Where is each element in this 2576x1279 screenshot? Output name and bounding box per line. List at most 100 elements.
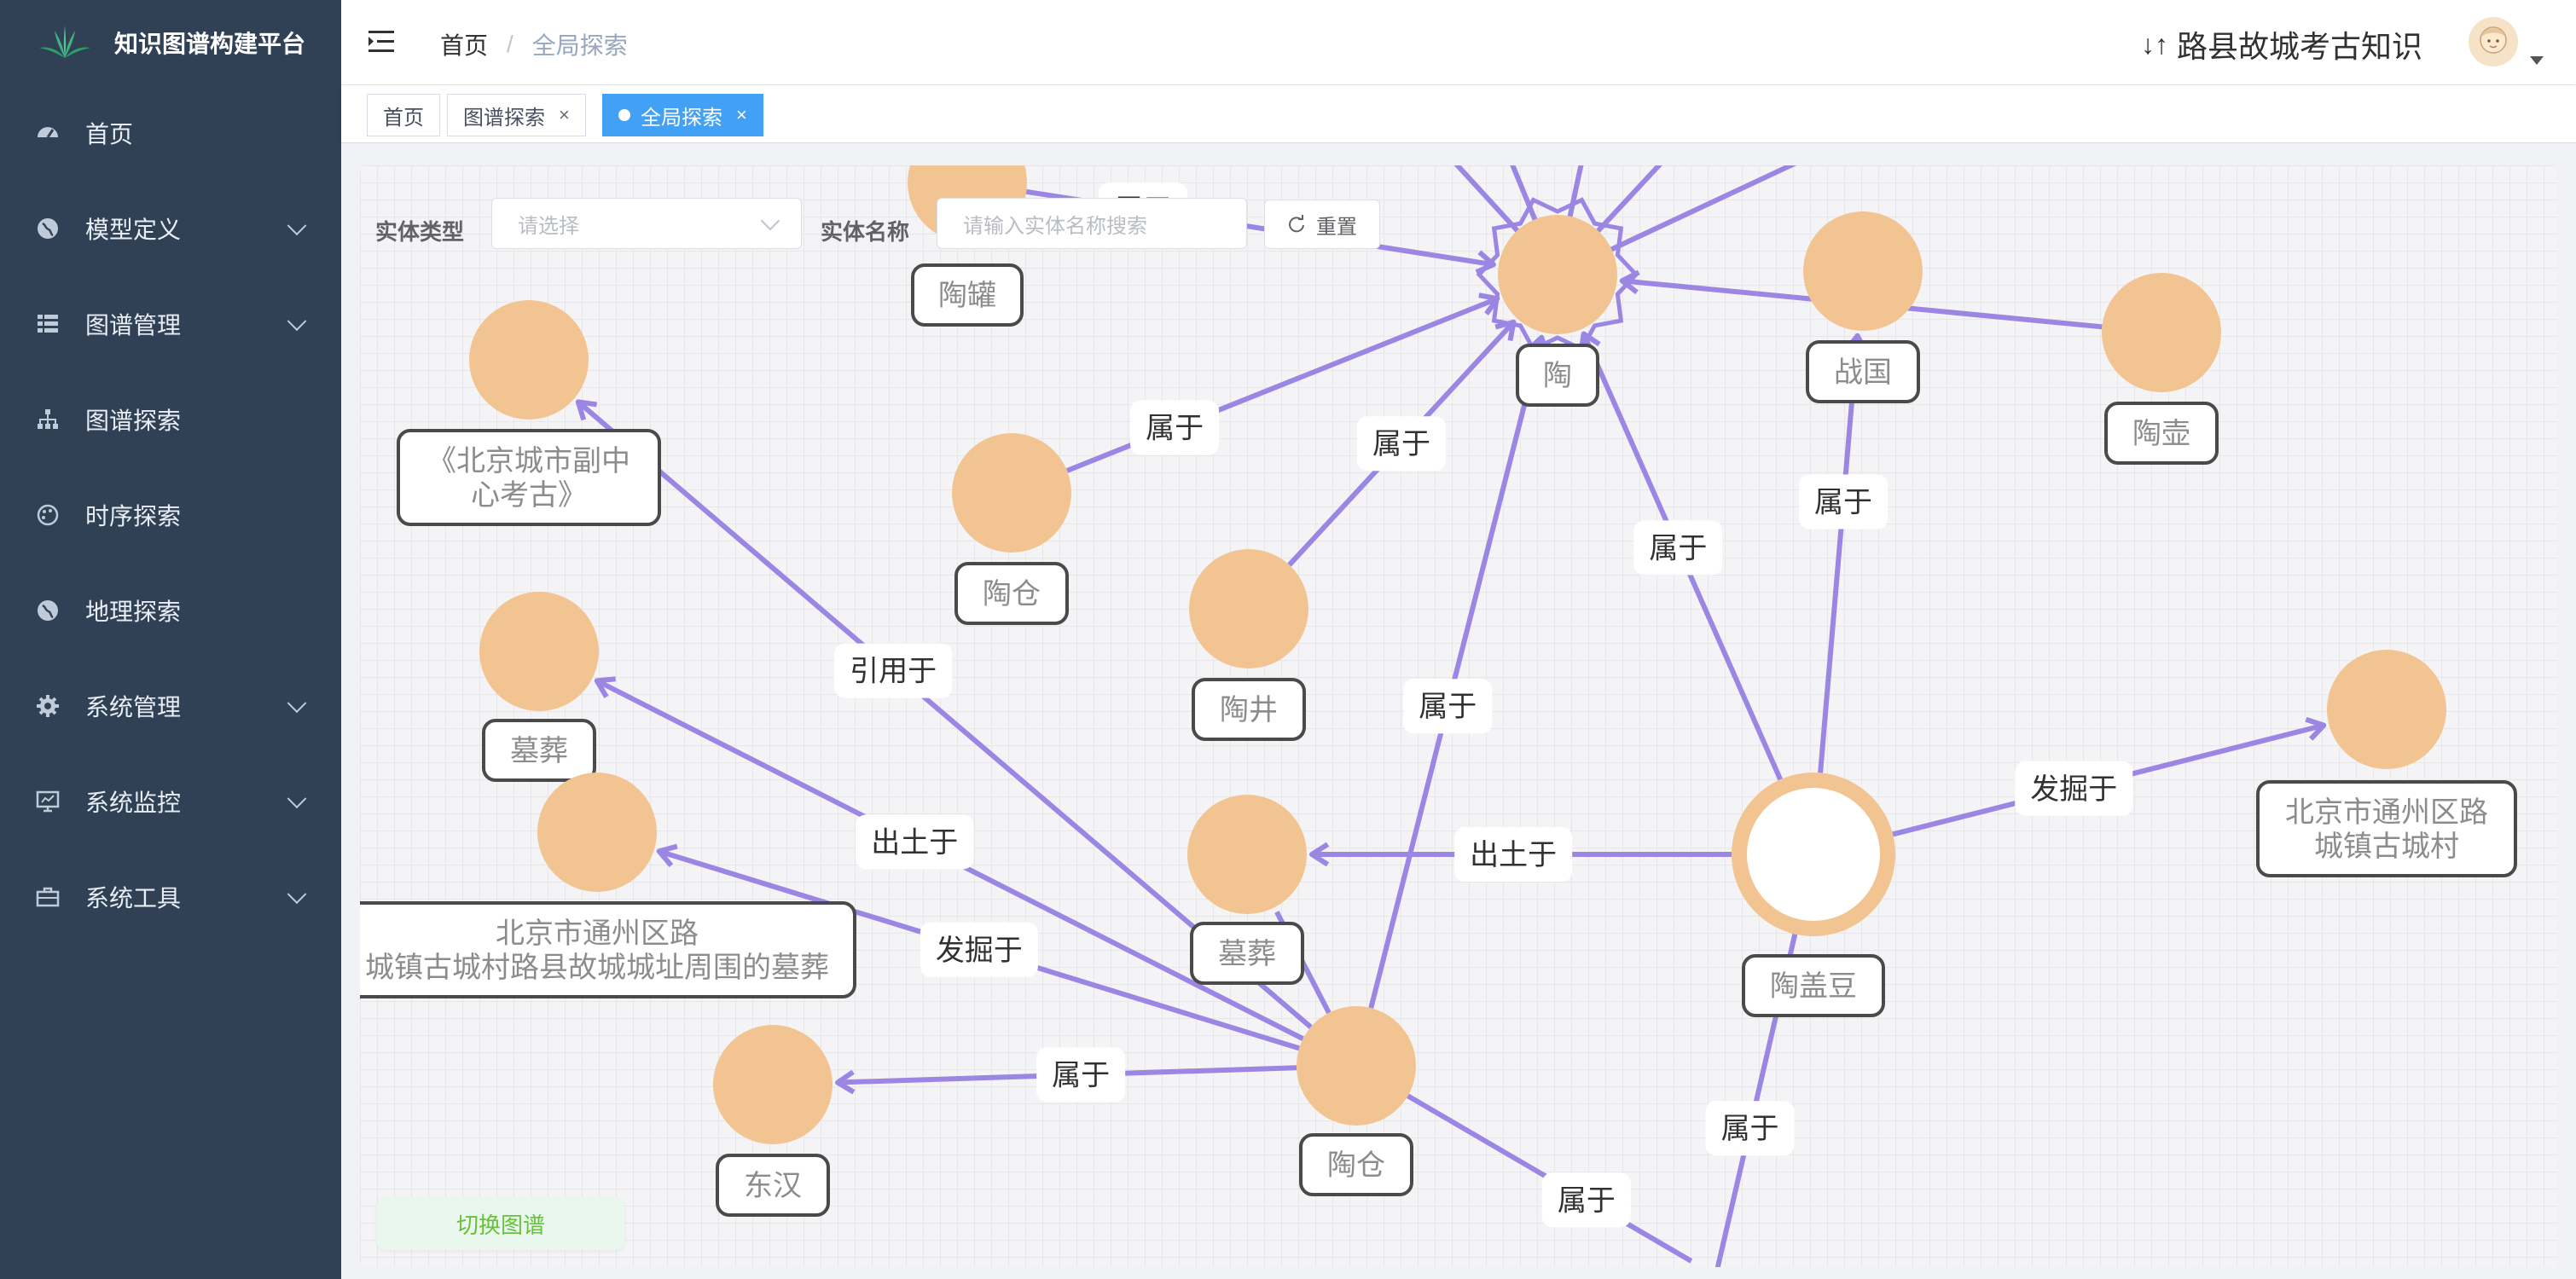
node-label: 战国: [1834, 356, 1892, 390]
menu-graph-management[interactable]: 图谱管理: [0, 276, 341, 372]
menu-system-tools[interactable]: 系统工具: [0, 849, 341, 945]
edge-line: [576, 400, 1313, 1029]
edge-label: 出土于: [871, 825, 958, 859]
entity-type-select[interactable]: 请选择: [491, 198, 802, 249]
palette-icon: [32, 500, 63, 530]
graph-node[interactable]: 《北京城市副中心考古》: [397, 300, 661, 526]
node-selected-core: [1747, 788, 1880, 921]
graph-node[interactable]: 战国: [1803, 211, 1923, 403]
edge-label-bg: [1403, 679, 1493, 734]
node-circle[interactable]: [1189, 549, 1308, 668]
graph-node[interactable]: 东汉: [713, 1025, 833, 1217]
globe-icon: [32, 213, 63, 244]
menu-item-label: 首页: [85, 121, 134, 148]
arrow-head-icon: [656, 843, 678, 868]
node-circle[interactable]: [2102, 273, 2221, 392]
arrow-head-icon: [1619, 269, 1640, 295]
graph-node[interactable]: 北京市通州区路城镇古城村: [2256, 650, 2517, 877]
chevron-down-icon: [760, 211, 780, 231]
tag-global-explore[interactable]: 全局探索 ×: [602, 94, 763, 136]
knowledge-graph[interactable]: 陶罐陶战国陶壶《北京城市副中心考古》陶仓陶井墓葬北京市通州区路城镇古城村路县故城…: [360, 165, 2557, 1267]
tags-view: 首页 图谱探索 × 全局探索 ×: [341, 85, 2576, 143]
node-label: 陶壶: [2132, 417, 2190, 451]
node-circle[interactable]: [537, 773, 657, 892]
graph-node[interactable]: 陶壶: [2102, 273, 2221, 465]
node-circle[interactable]: [952, 433, 1071, 553]
tag-graph-explore[interactable]: 图谱探索 ×: [447, 94, 586, 136]
menu-geo-explore[interactable]: 地理探索: [0, 563, 341, 658]
switch-graph-button[interactable]: 切换图谱: [377, 1197, 624, 1250]
edge-label-bg: [1130, 400, 1220, 455]
edge-label-bg: [856, 814, 974, 870]
tag-label: 首页: [383, 106, 424, 130]
chevron-down-icon: [287, 693, 307, 714]
menu-system-management[interactable]: 系统管理: [0, 658, 341, 754]
menu-item-label: 图谱探索: [85, 408, 182, 434]
edge-label: 发掘于: [936, 934, 1023, 968]
menu-item-label: 系统工具: [85, 885, 182, 912]
graph-node[interactable]: 陶井: [1189, 549, 1308, 741]
graph-node[interactable]: 墓葬: [479, 592, 599, 782]
graph-node[interactable]: 陶: [1498, 215, 1617, 407]
menu-graph-explore[interactable]: 图谱探索: [0, 372, 341, 467]
node-circle[interactable]: [1187, 795, 1307, 914]
node-label: 墓葬: [1218, 937, 1276, 971]
node-label: 陶仓: [1327, 1149, 1385, 1183]
node-label: 陶盖豆: [1770, 969, 1857, 1004]
close-icon[interactable]: ×: [736, 104, 747, 125]
graph-canvas[interactable]: 陶罐陶战国陶壶《北京城市副中心考古》陶仓陶井墓葬北京市通州区路城镇古城村路县故城…: [360, 165, 2557, 1267]
node-label-box: [716, 1154, 830, 1217]
node-circle[interactable]: [469, 300, 589, 420]
caret-down-icon[interactable]: [2530, 56, 2544, 65]
node-circle[interactable]: [479, 592, 599, 711]
arrow-head-icon: [594, 676, 616, 698]
tag-label: 图谱探索: [463, 106, 545, 130]
reset-button[interactable]: 重置: [1264, 200, 1380, 249]
menu-timeline-explore[interactable]: 时序探索: [0, 467, 341, 563]
node-label: 北京市通州区路城镇古城村路县故城城址周围的墓葬: [365, 917, 829, 985]
gear-icon: [32, 691, 63, 721]
breadcrumb-current: 全局探索: [531, 32, 628, 59]
entity-name-input[interactable]: 请输入实体名称搜索: [937, 198, 1247, 249]
entity-name-label: 实体名称: [821, 219, 910, 245]
node-circle[interactable]: [2327, 650, 2446, 769]
breadcrumb: 首页 / 全局探索: [440, 27, 628, 61]
node-label: 陶井: [1220, 693, 1278, 727]
node-label: 陶: [1543, 359, 1572, 393]
menu-home[interactable]: 首页: [0, 85, 341, 181]
sidebar-menu: 首页模型定义图谱管理图谱探索时序探索地理探索系统管理系统监控系统工具: [0, 85, 341, 945]
breadcrumb-home[interactable]: 首页: [440, 32, 489, 59]
menu-system-monitor[interactable]: 系统监控: [0, 754, 341, 849]
tag-home[interactable]: 首页: [367, 94, 440, 136]
node-circle[interactable]: [1498, 215, 1617, 334]
menu-item-label: 系统管理: [85, 694, 182, 721]
node-circle[interactable]: [713, 1025, 833, 1144]
tree-icon: [32, 404, 63, 435]
node-label: 陶罐: [938, 279, 996, 313]
menu-model-definition[interactable]: 模型定义: [0, 181, 341, 276]
node-circle[interactable]: [1803, 211, 1923, 331]
graph-node[interactable]: 陶盖豆: [1732, 773, 1895, 1017]
graph-node[interactable]: 北京市通州区路城镇古城村路县故城城址周围的墓葬: [360, 773, 856, 998]
chevron-down-icon: [287, 311, 307, 332]
chevron-down-icon: [287, 216, 307, 236]
edge-label: 属于: [1146, 412, 1204, 446]
graph-node[interactable]: 墓葬: [1187, 795, 1307, 985]
node-label-box: [1742, 954, 1885, 1017]
menu-item-label: 地理探索: [85, 599, 182, 625]
edge-label: 发掘于: [2030, 773, 2117, 807]
hamburger-icon[interactable]: [368, 29, 397, 55]
graph-node[interactable]: 陶仓: [1297, 1006, 1416, 1196]
graph-node[interactable]: 陶仓: [952, 433, 1071, 625]
list-icon: [32, 309, 63, 339]
avatar[interactable]: [2469, 17, 2518, 67]
edge-label-bg: [1036, 1047, 1126, 1102]
site-title[interactable]: ↓↑ 路县故城考古知识: [2141, 22, 2422, 67]
close-icon[interactable]: ×: [559, 104, 570, 125]
entity-type-placeholder: 请选择: [518, 214, 579, 238]
edge-label-bg: [1705, 1101, 1795, 1156]
brand[interactable]: 知识图谱构建平台: [0, 0, 341, 85]
edge-label-bg: [920, 922, 1038, 977]
edge-label-bg: [1541, 1172, 1631, 1228]
node-circle[interactable]: [1297, 1006, 1416, 1126]
